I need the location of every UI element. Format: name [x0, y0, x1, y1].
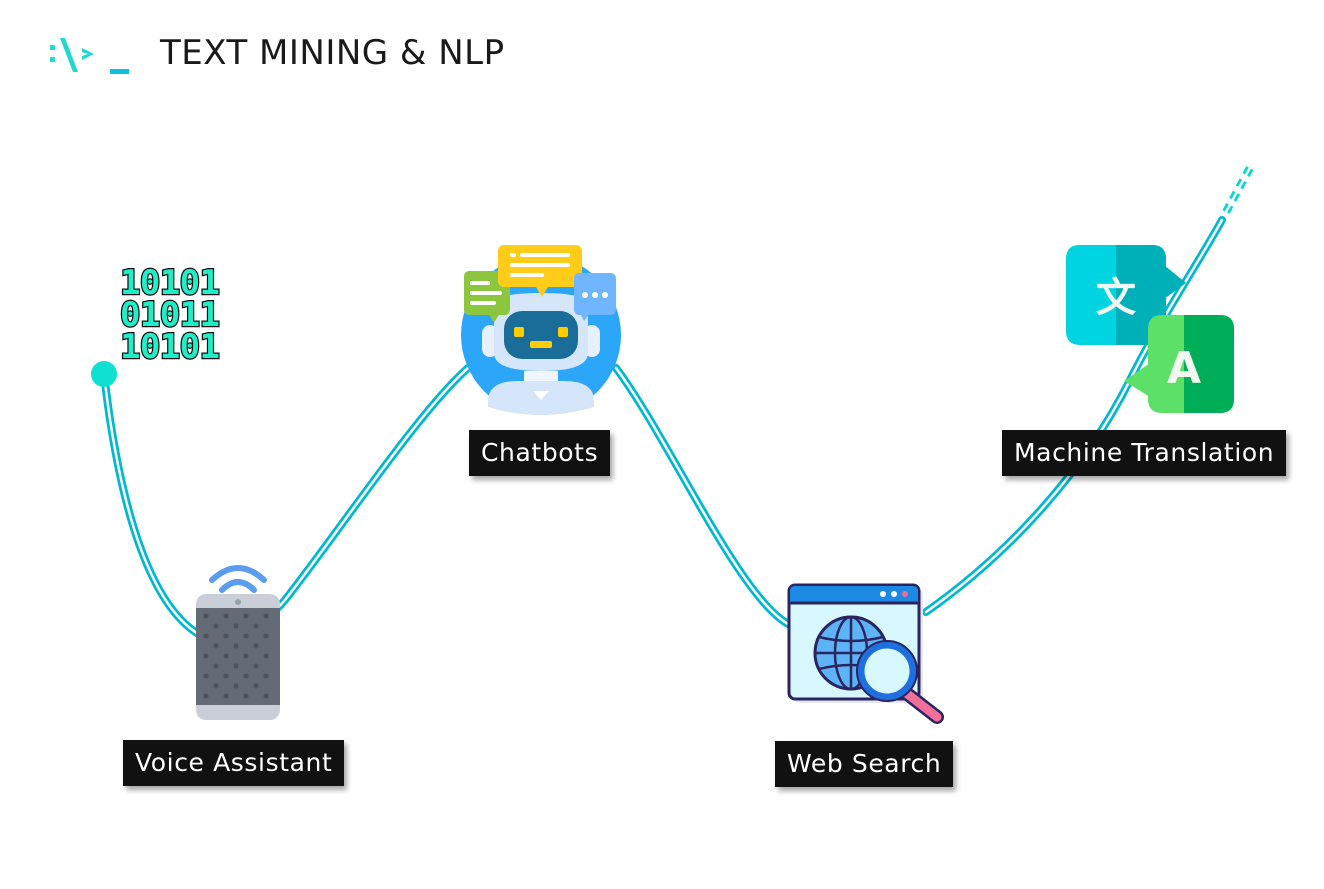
binary-row: 01011 — [120, 295, 220, 335]
smart-speaker-icon — [192, 558, 284, 723]
label-voice-assistant: Voice Assistant — [123, 740, 345, 786]
binary-row: 10101 — [120, 263, 220, 303]
label-machine-translation: Machine Translation — [1002, 430, 1287, 476]
terminal-prompt-logo-icon — [48, 31, 132, 75]
latin-glyph: A — [1167, 343, 1201, 394]
web-search-icon — [787, 583, 947, 728]
timeline-start-dot — [91, 361, 117, 387]
chatbot-robot-icon — [458, 243, 623, 415]
translation-icon: 文 A — [1066, 245, 1236, 415]
binary-row: 10101 — [120, 327, 220, 362]
label-web-search: Web Search — [775, 741, 954, 787]
label-chatbots: Chatbots — [469, 430, 611, 476]
chinese-glyph: 文 — [1096, 275, 1136, 321]
header: TEXT MINING & NLP — [48, 28, 505, 78]
binary-code-icon: 10101 01011 10101 — [118, 262, 223, 369]
page-title: TEXT MINING & NLP — [160, 33, 505, 73]
